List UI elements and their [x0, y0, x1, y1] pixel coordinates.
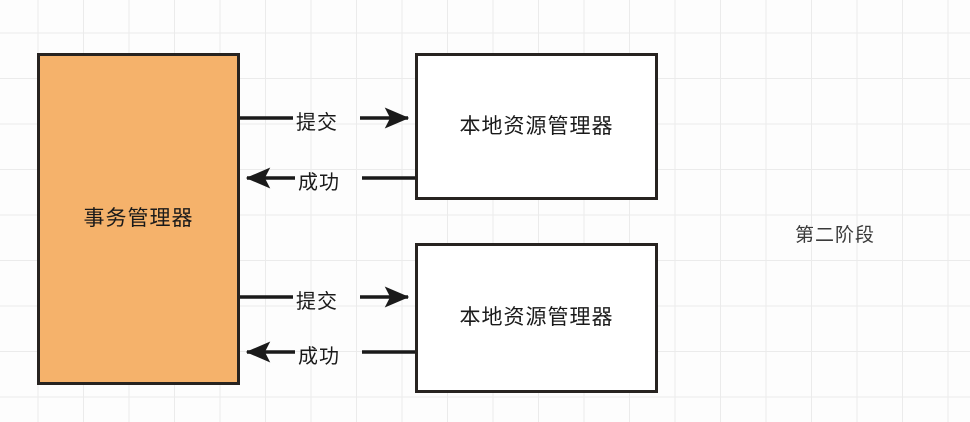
- node-local-resource-manager-1-label: 本地资源管理器: [459, 113, 614, 138]
- edge-label-success-1: 成功: [298, 170, 340, 194]
- edge-label-commit-2: 提交: [296, 289, 338, 313]
- node-local-resource-manager-1[interactable]: 本地资源管理器: [415, 53, 658, 200]
- edge-label-commit-1: 提交: [296, 110, 338, 134]
- node-transaction-manager-label: 事务管理器: [83, 206, 194, 231]
- node-local-resource-manager-2-label: 本地资源管理器: [459, 305, 614, 330]
- edge-label-success-2: 成功: [298, 344, 340, 368]
- phase-title-label: 第二阶段: [794, 224, 875, 246]
- node-local-resource-manager-2[interactable]: 本地资源管理器: [415, 243, 658, 393]
- node-transaction-manager[interactable]: 事务管理器: [37, 53, 240, 385]
